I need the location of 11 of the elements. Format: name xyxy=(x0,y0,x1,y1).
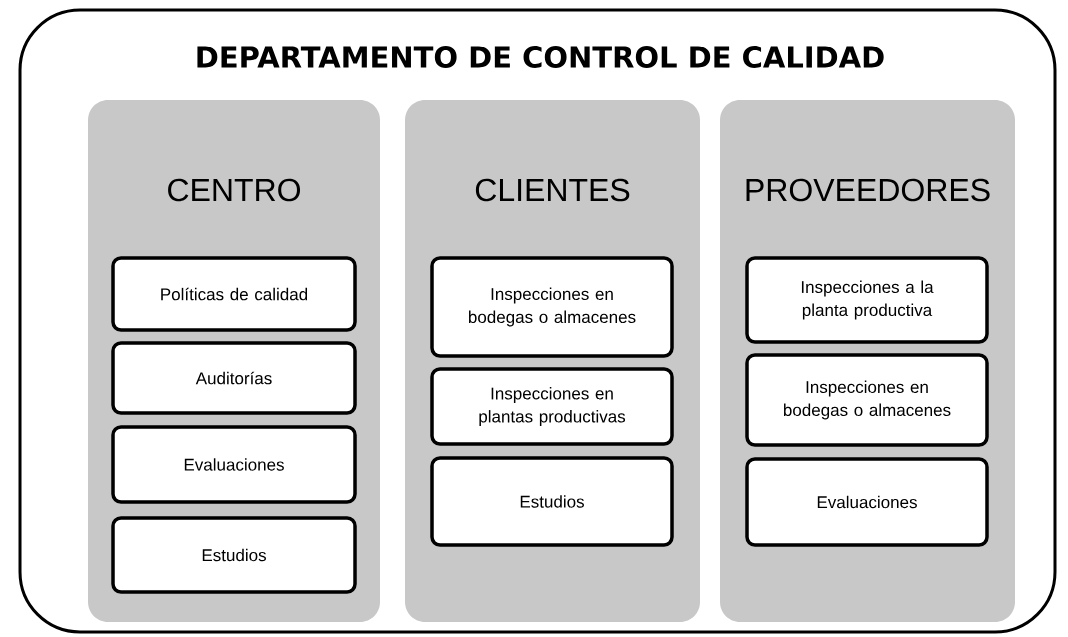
item-box: Evaluaciones xyxy=(111,425,357,504)
item-box: Políticas de calidad xyxy=(111,256,357,332)
item-box: Inspecciones en bodegas o almacenes xyxy=(430,256,674,358)
item-box: Estudios xyxy=(430,456,674,547)
title: DEPARTAMENTO DE CONTROL DE CALIDAD xyxy=(197,46,884,68)
item-box: Estudios xyxy=(111,516,357,594)
item-box: Inspecciones en plantas productivas xyxy=(430,367,674,446)
item-box: Auditorías xyxy=(111,341,357,415)
item-box: Inspecciones a la planta productiva xyxy=(745,256,989,344)
item-box: Evaluaciones xyxy=(745,457,989,547)
item-box: Inspecciones en bodegas o almacenes xyxy=(745,353,989,447)
